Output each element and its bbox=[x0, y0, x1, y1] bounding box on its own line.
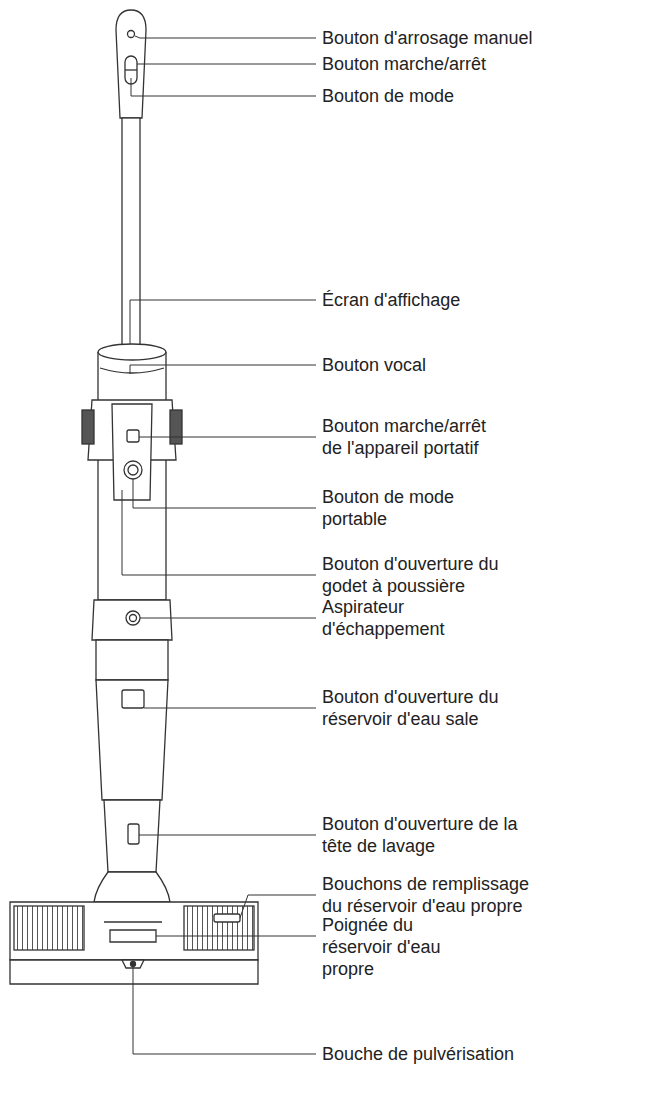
part-label: Bouton d'arrosage manuel bbox=[322, 27, 648, 49]
part-label: Aspirateur d'échappement bbox=[322, 596, 482, 640]
part-label: Bouton d'ouverture du godet à poussière bbox=[322, 553, 527, 597]
part-label: Bouton marche/arrêt de l'appareil portat… bbox=[322, 415, 507, 459]
part-label: Bouton de mode portable bbox=[322, 486, 472, 530]
part-label: Bouton de mode bbox=[322, 85, 648, 107]
part-label: Bouton d'ouverture du réservoir d'eau sa… bbox=[322, 686, 527, 730]
leader-lines bbox=[122, 36, 316, 1054]
part-label: Bouchons de remplissage du réservoir d'e… bbox=[322, 873, 542, 917]
part-label: Écran d'affichage bbox=[322, 289, 648, 311]
part-label: Bouton marche/arrêt bbox=[322, 53, 648, 75]
part-label: Bouton vocal bbox=[322, 354, 648, 376]
part-label: Bouton d'ouverture de la tête de lavage bbox=[322, 813, 527, 857]
part-label: Poignée du réservoir d'eau propre bbox=[322, 914, 462, 980]
part-label: Bouche de pulvérisation bbox=[322, 1043, 648, 1065]
